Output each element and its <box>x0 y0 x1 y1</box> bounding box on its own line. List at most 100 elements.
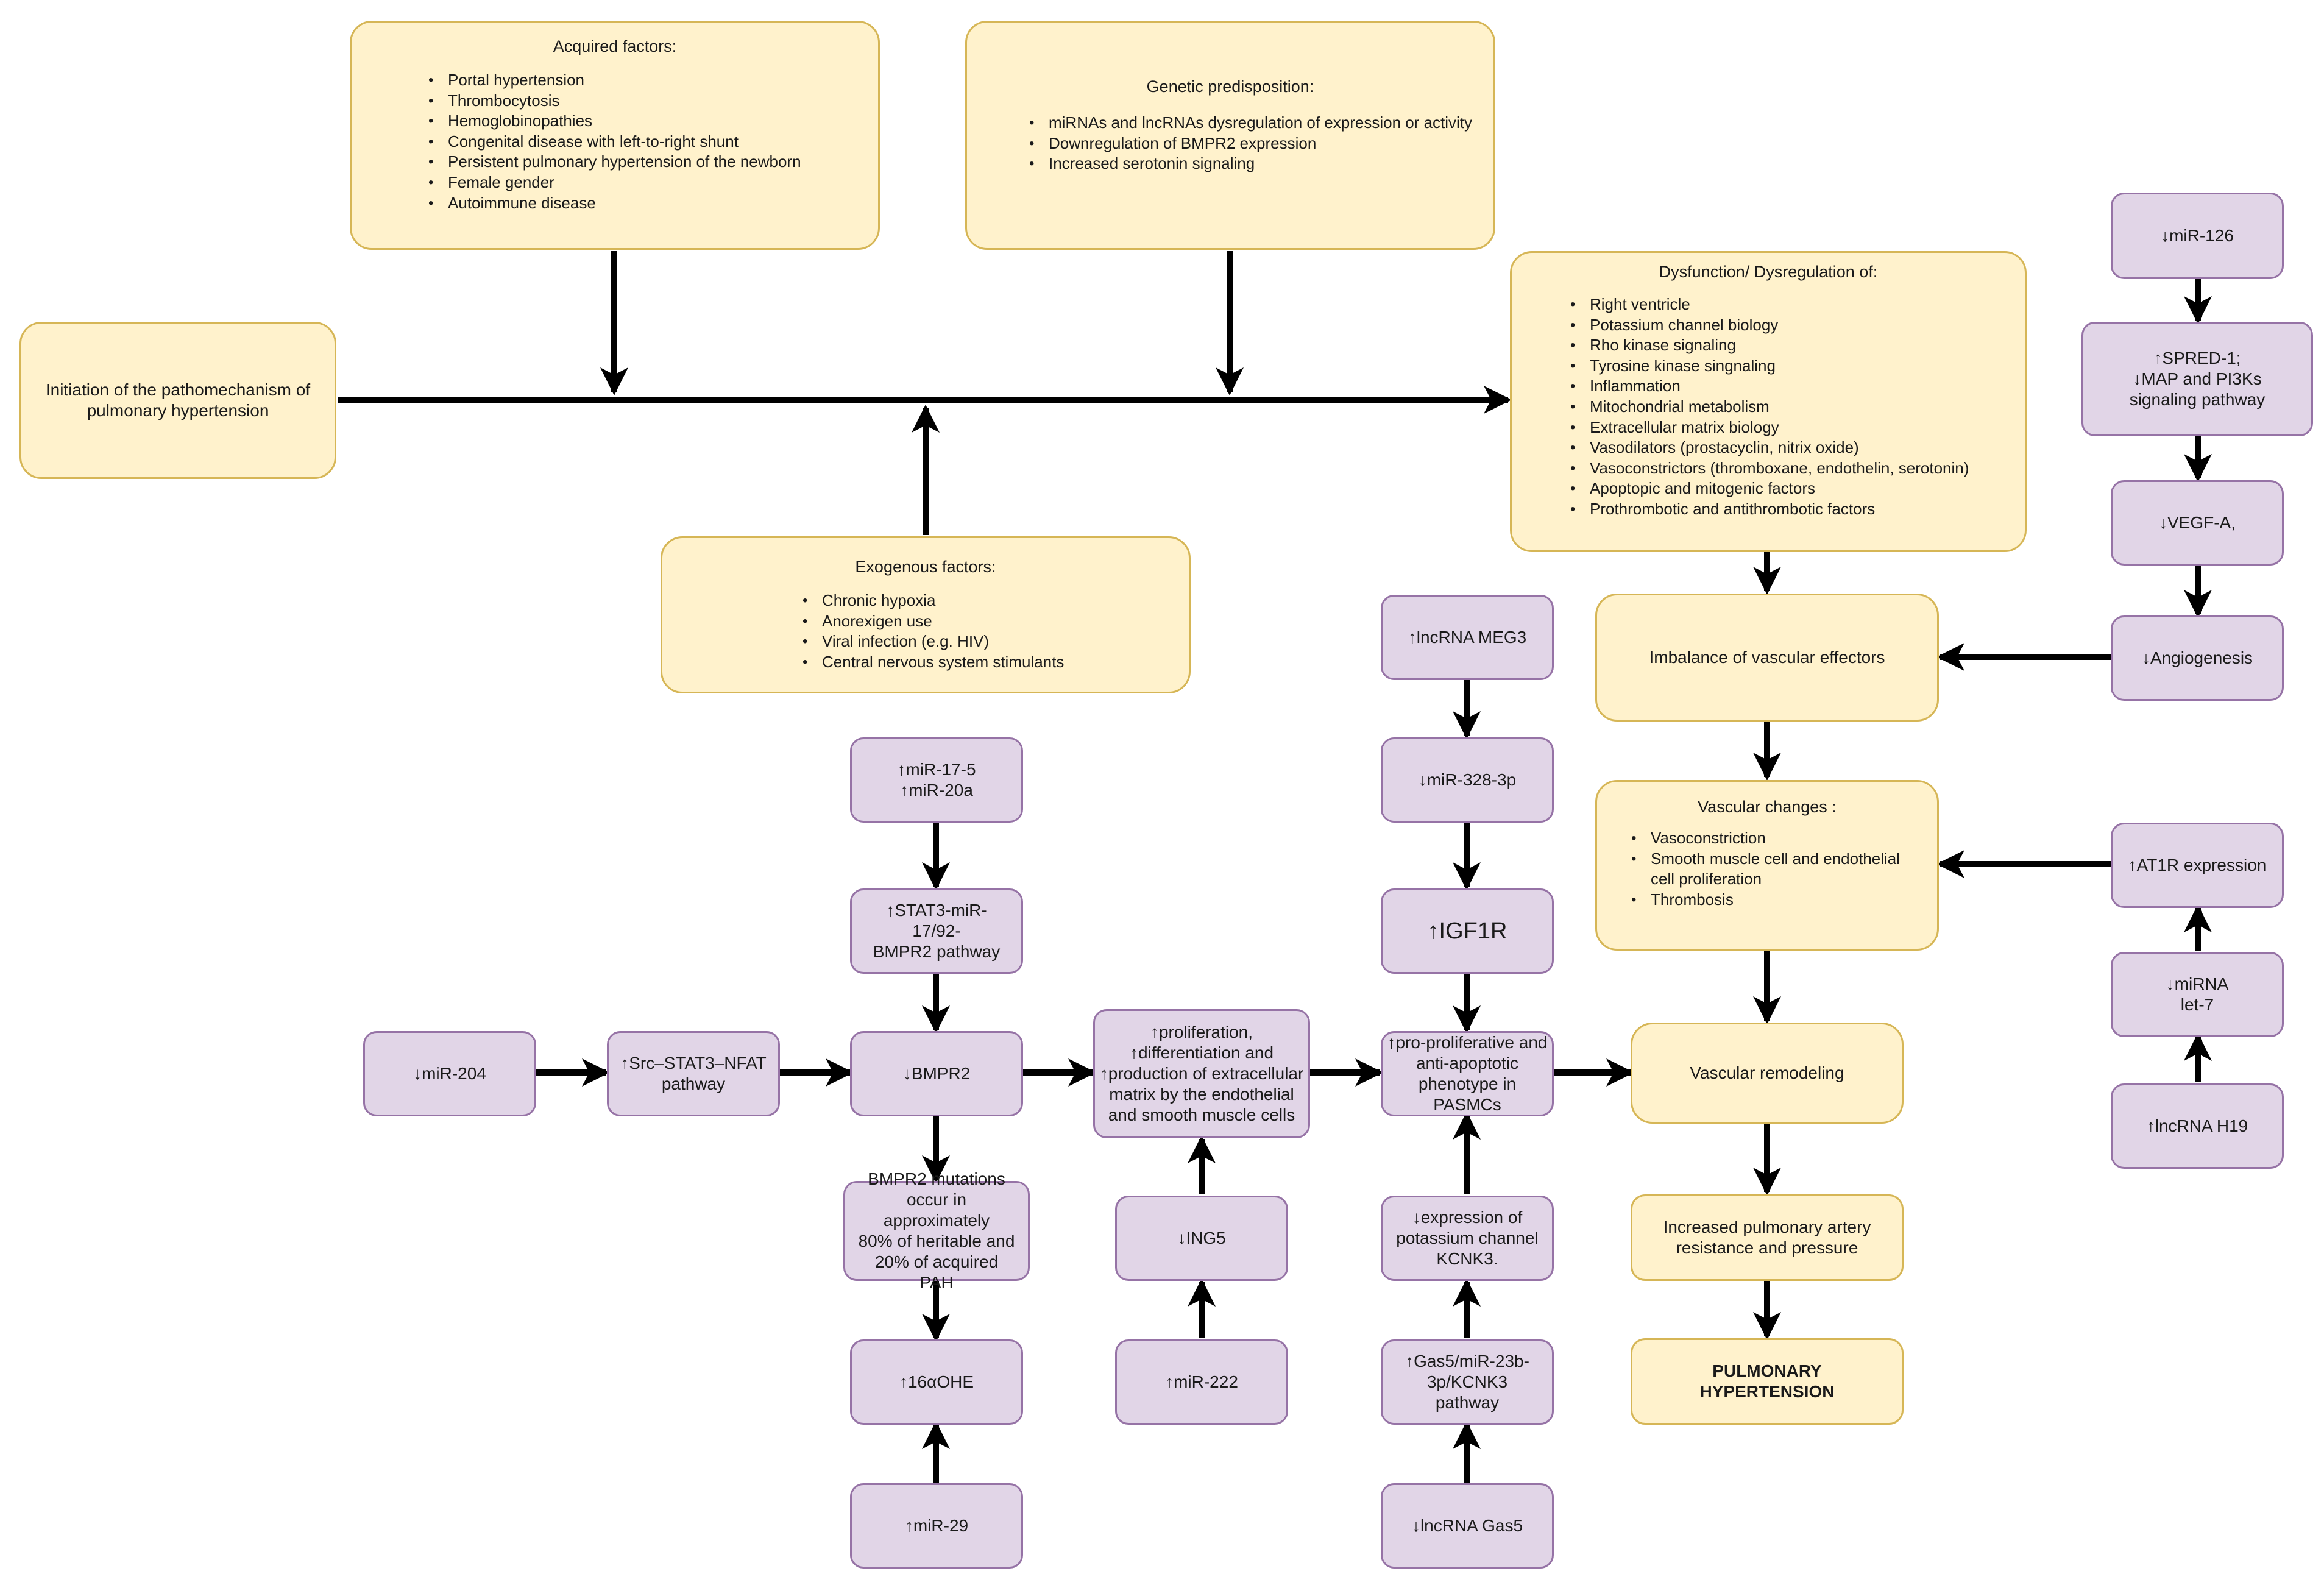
ing5-box: ↓ING5 <box>1115 1196 1288 1281</box>
list-item: Mitochondrial metabolism <box>1567 397 2025 417</box>
ing5-text: ↓ING5 <box>1177 1229 1226 1247</box>
exogenous-factors-title: Exogenous factors: <box>855 558 996 576</box>
dysfunction-list: Right ventricle Potassium channel biolog… <box>1567 294 2025 520</box>
h19-text: ↑lncRNA H19 <box>2146 1116 2248 1135</box>
list-item: miRNAs and lncRNAs dysregulation of expr… <box>1026 113 1493 133</box>
gas5-box: ↓lncRNA Gas5 <box>1381 1483 1554 1569</box>
igf1r-text: ↑IGF1R <box>1427 918 1507 944</box>
list-item: Increased serotonin signaling <box>1026 154 1493 174</box>
list-item: Potassium channel biology <box>1567 315 2025 336</box>
list-item: Anorexigen use <box>799 611 1189 632</box>
pulmonary-hypertension-text: PULMONARY HYPERTENSION <box>1699 1361 1835 1401</box>
list-item: Persistent pulmonary hypertension of the… <box>425 152 878 172</box>
let7-text: ↓miRNA let-7 <box>2166 974 2229 1014</box>
let7-box: ↓miRNA let-7 <box>2111 952 2284 1037</box>
src-stat3-box: ↑Src–STAT3–NFAT pathway <box>607 1031 780 1116</box>
ohe16-box: ↑16αOHE <box>850 1339 1023 1425</box>
h19-box: ↑lncRNA H19 <box>2111 1083 2284 1169</box>
stat3-mir17-text: ↑STAT3-miR-17/92- BMPR2 pathway <box>873 901 1001 961</box>
pro-proliferative-box: ↑pro-proliferative and anti-apoptotic ph… <box>1381 1031 1554 1116</box>
exogenous-factors-box: Exogenous factors: Chronic hypoxia Anore… <box>661 536 1191 693</box>
kcnk3-text: ↓expression of potassium channel KCNK3. <box>1396 1208 1539 1268</box>
gas5-text: ↓lncRNA Gas5 <box>1411 1516 1523 1535</box>
mir17-text: ↑miR-17-5 ↑miR-20a <box>897 760 976 800</box>
mir126-box: ↓miR-126 <box>2111 193 2284 279</box>
list-item: Thrombosis <box>1628 890 1925 910</box>
imbalance-box: Imbalance of vascular effectors <box>1595 594 1939 722</box>
list-item: Vasoconstrictors (thromboxane, endotheli… <box>1567 458 2025 479</box>
vascular-changes-box: Vascular changes : Vasoconstriction Smoo… <box>1595 780 1939 951</box>
list-item: Vasodilators (prostacyclin, nitrix oxide… <box>1567 438 2025 458</box>
mir222-text: ↑miR-222 <box>1165 1372 1238 1391</box>
angiogenesis-box: ↓Angiogenesis <box>2111 615 2284 701</box>
resistance-box: Increased pulmonary artery resistance an… <box>1631 1194 1904 1281</box>
list-item: Vasoconstriction <box>1628 828 1925 849</box>
exogenous-factors-list: Chronic hypoxia Anorexigen use Viral inf… <box>799 590 1189 672</box>
list-item: Apoptopic and mitogenic factors <box>1567 478 2025 499</box>
gas5-pathway-box: ↑Gas5/miR-23b- 3p/KCNK3 pathway <box>1381 1339 1554 1425</box>
acquired-factors-title: Acquired factors: <box>553 37 677 55</box>
vegfa-box: ↓VEGF-A, <box>2111 480 2284 566</box>
list-item: Extracellular matrix biology <box>1567 417 2025 438</box>
bmpr2-box: ↓BMPR2 <box>850 1031 1023 1116</box>
pro-proliferative-text: ↑pro-proliferative and anti-apoptotic ph… <box>1387 1033 1548 1114</box>
list-item: Female gender <box>425 172 878 193</box>
at1r-box: ↑AT1R expression <box>2111 823 2284 908</box>
list-item: Tyrosine kinase singnaling <box>1567 356 2025 377</box>
mir126-text: ↓miR-126 <box>2161 226 2234 245</box>
dysfunction-title: Dysfunction/ Dysregulation of: <box>1659 263 1878 281</box>
angiogenesis-text: ↓Angiogenesis <box>2141 648 2253 667</box>
spred1-text: ↑SPRED-1; ↓MAP and PI3Ks signaling pathw… <box>2129 349 2266 409</box>
list-item: Right ventricle <box>1567 294 2025 315</box>
bmpr2-mutations-box: BMPR2 mutations occur in approximately 8… <box>843 1169 1030 1292</box>
list-item: Thrombocytosis <box>425 91 878 112</box>
list-item: Smooth muscle cell and endothelial cell … <box>1628 849 1925 890</box>
acquired-factors-box: Acquired factors: Portal hypertension Th… <box>350 21 880 250</box>
dysfunction-box: Dysfunction/ Dysregulation of: Right ven… <box>1510 251 2027 552</box>
stat3-mir17-box: ↑STAT3-miR-17/92- BMPR2 pathway <box>850 888 1023 974</box>
mir328-box: ↓miR-328-3p <box>1381 737 1554 823</box>
meg3-box: ↑lncRNA MEG3 <box>1381 595 1554 680</box>
list-item: Inflammation <box>1567 376 2025 397</box>
at1r-text: ↑AT1R expression <box>2128 856 2267 874</box>
list-item: Downregulation of BMPR2 expression <box>1026 133 1493 154</box>
mir29-text: ↑miR-29 <box>904 1516 969 1535</box>
vascular-changes-list: Vasoconstriction Smooth muscle cell and … <box>1628 828 1925 910</box>
list-item: Autoimmune disease <box>425 193 878 214</box>
mir204-text: ↓miR-204 <box>413 1064 486 1083</box>
list-item: Chronic hypoxia <box>799 590 1189 611</box>
mir17-box: ↑miR-17-5 ↑miR-20a <box>850 737 1023 823</box>
genetic-predisposition-list: miRNAs and lncRNAs dysregulation of expr… <box>1026 113 1493 174</box>
spred1-box: ↑SPRED-1; ↓MAP and PI3Ks signaling pathw… <box>2081 322 2313 436</box>
kcnk3-box: ↓expression of potassium channel KCNK3. <box>1381 1196 1554 1281</box>
list-item: Hemoglobinopathies <box>425 111 878 132</box>
proliferation-box: ↑proliferation, ↑differentiation and ↑pr… <box>1093 1009 1310 1138</box>
mir222-box: ↑miR-222 <box>1115 1339 1288 1425</box>
mir204-box: ↓miR-204 <box>363 1031 536 1116</box>
vascular-remodeling-text: Vascular remodeling <box>1690 1063 1844 1082</box>
resistance-text: Increased pulmonary artery resistance an… <box>1663 1218 1871 1257</box>
vegfa-text: ↓VEGF-A, <box>2158 513 2236 532</box>
vascular-changes-title: Vascular changes : <box>1698 798 1837 816</box>
list-item: Prothrombotic and antithrombotic factors <box>1567 499 2025 520</box>
bmpr2-mutations-text: BMPR2 mutations occur in approximately 8… <box>858 1169 1015 1292</box>
vascular-remodeling-box: Vascular remodeling <box>1631 1023 1904 1124</box>
genetic-predisposition-title: Genetic predisposition: <box>1146 77 1314 96</box>
igf1r-box: ↑IGF1R <box>1381 888 1554 974</box>
gas5-pathway-text: ↑Gas5/miR-23b- 3p/KCNK3 pathway <box>1405 1352 1529 1412</box>
list-item: Viral infection (e.g. HIV) <box>799 631 1189 652</box>
bmpr2-text: ↓BMPR2 <box>902 1064 971 1083</box>
mir328-text: ↓miR-328-3p <box>1418 770 1517 789</box>
acquired-factors-list: Portal hypertension Thrombocytosis Hemog… <box>425 70 878 213</box>
list-item: Rho kinase signaling <box>1567 335 2025 356</box>
initiation-text: Initiation of the pathomechanism of pulm… <box>45 380 311 420</box>
meg3-text: ↑lncRNA MEG3 <box>1408 628 1527 647</box>
mir29-box: ↑miR-29 <box>850 1483 1023 1569</box>
src-stat3-text: ↑Src–STAT3–NFAT pathway <box>620 1054 767 1093</box>
pulmonary-hypertension-box: PULMONARY HYPERTENSION <box>1631 1338 1904 1425</box>
initiation-box: Initiation of the pathomechanism of pulm… <box>19 322 336 479</box>
proliferation-text: ↑proliferation, ↑differentiation and ↑pr… <box>1099 1023 1304 1124</box>
imbalance-text: Imbalance of vascular effectors <box>1649 648 1885 667</box>
genetic-predisposition-box: Genetic predisposition: miRNAs and lncRN… <box>965 21 1495 250</box>
